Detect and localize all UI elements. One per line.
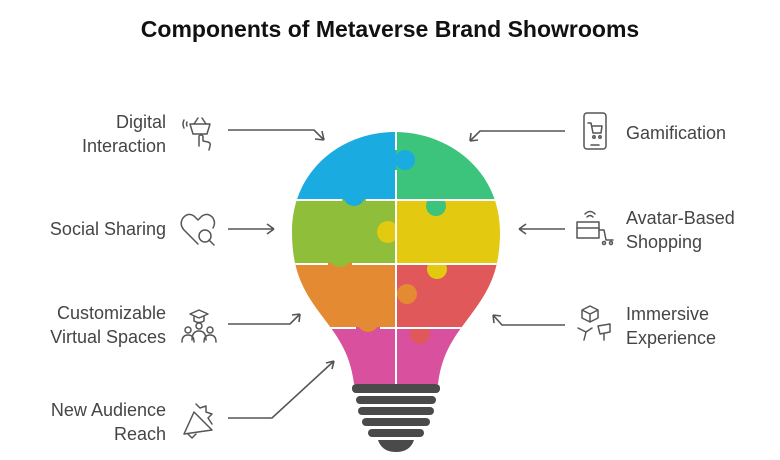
label-line: Avatar-Based	[626, 208, 735, 228]
diagram-title: Components of Metaverse Brand Showrooms	[140, 16, 640, 42]
arrow-gamification	[469, 130, 565, 142]
puzzle-knob	[427, 259, 447, 279]
connector-arrows	[228, 129, 565, 419]
puzzle-knob	[397, 284, 417, 304]
base-tip	[378, 440, 414, 452]
label-line: Digital	[115, 112, 166, 132]
base-ring	[352, 384, 440, 393]
label-digital-interaction: Digital Interaction	[82, 110, 166, 158]
label-gamification: Gamification	[626, 121, 726, 145]
base-ring	[362, 418, 430, 426]
puzzle-knob	[357, 310, 379, 332]
label-customizable-virtual-spaces: Customizable Virtual Spaces	[50, 301, 166, 349]
label-immersive-experience: Immersive Experience	[626, 302, 716, 350]
graduation-group-icon	[181, 309, 217, 343]
label-new-audience-reach: New Audience Reach	[51, 398, 166, 446]
arrow-new-audience	[228, 360, 335, 419]
base-ring	[356, 396, 436, 404]
puzzle-knob	[377, 221, 399, 243]
label-line: Customizable	[56, 303, 166, 323]
puzzle-piece-orange	[292, 263, 398, 329]
label-line: Gamification	[626, 123, 727, 143]
bulb-base	[352, 384, 440, 452]
vr-cube-icon	[577, 305, 611, 341]
label-line: Experience	[626, 328, 717, 348]
label-line: Interaction	[81, 136, 166, 156]
puzzle-knob	[329, 245, 351, 267]
label-line: Reach	[113, 424, 166, 444]
label-line: Virtual Spaces	[50, 327, 166, 347]
label-line: Shopping	[626, 232, 703, 252]
base-ring	[358, 407, 434, 415]
label-social-sharing: Social Sharing	[50, 217, 166, 241]
wifi-cart-icon	[576, 210, 614, 246]
label-line: Social Sharing	[49, 219, 166, 239]
base-ring	[368, 429, 424, 437]
arrow-digital-interaction	[228, 129, 325, 141]
puzzle-knob	[343, 184, 365, 206]
bulb-puzzle	[292, 132, 500, 384]
touch-basket-icon	[182, 117, 211, 151]
puzzle-knob	[395, 150, 415, 170]
puzzle-piece-blue	[292, 132, 398, 201]
megaphone-icon	[183, 403, 213, 439]
arrow-immersive	[492, 314, 565, 326]
label-avatar-based-shopping: Avatar-Based Shopping	[626, 206, 735, 254]
label-line: Immersive	[626, 304, 710, 324]
heart-search-icon	[180, 213, 216, 246]
phone-cart-icon	[583, 112, 607, 150]
arrow-customizable	[228, 313, 301, 325]
puzzle-piece-yellow	[396, 199, 500, 265]
label-line: New Audience	[50, 400, 166, 420]
arrow-social-sharing	[228, 223, 275, 235]
arrow-avatar-shopping	[518, 223, 565, 235]
